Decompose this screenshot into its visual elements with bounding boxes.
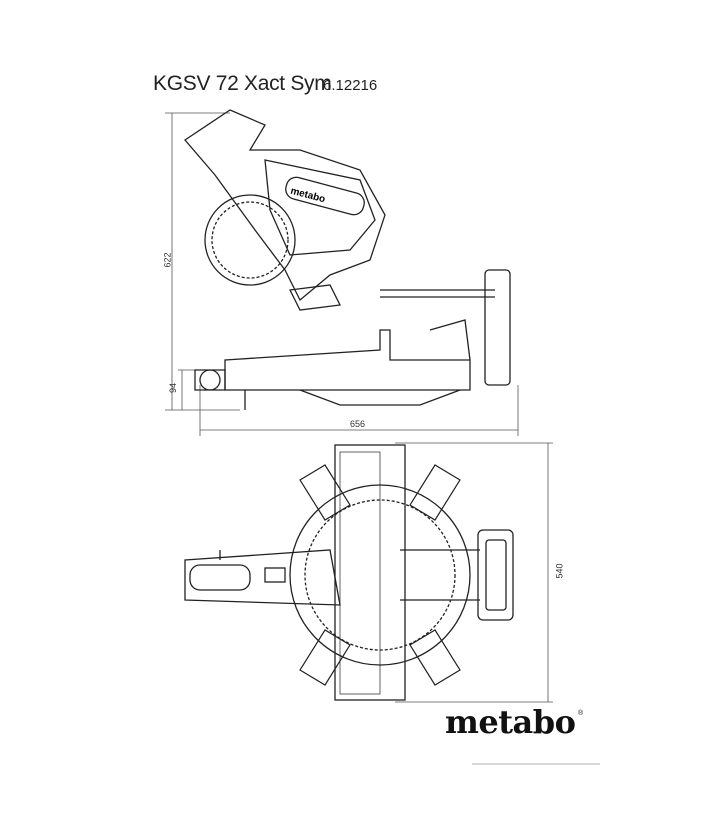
dimension-622: 622 bbox=[162, 252, 173, 268]
dimension-540: 540 bbox=[554, 563, 565, 579]
metabo-logo: metabo bbox=[445, 703, 576, 741]
dimension-lines bbox=[165, 112, 600, 765]
dimension-94: 94 bbox=[168, 382, 179, 394]
dimension-656: 656 bbox=[350, 419, 366, 429]
top-view-saw bbox=[184, 444, 514, 701]
side-view-saw bbox=[184, 109, 511, 410]
registered-mark: ® bbox=[578, 710, 584, 717]
model-title: KGSV 72 Xact Sym bbox=[153, 72, 332, 95]
article-number: 6.12216 bbox=[323, 77, 378, 94]
